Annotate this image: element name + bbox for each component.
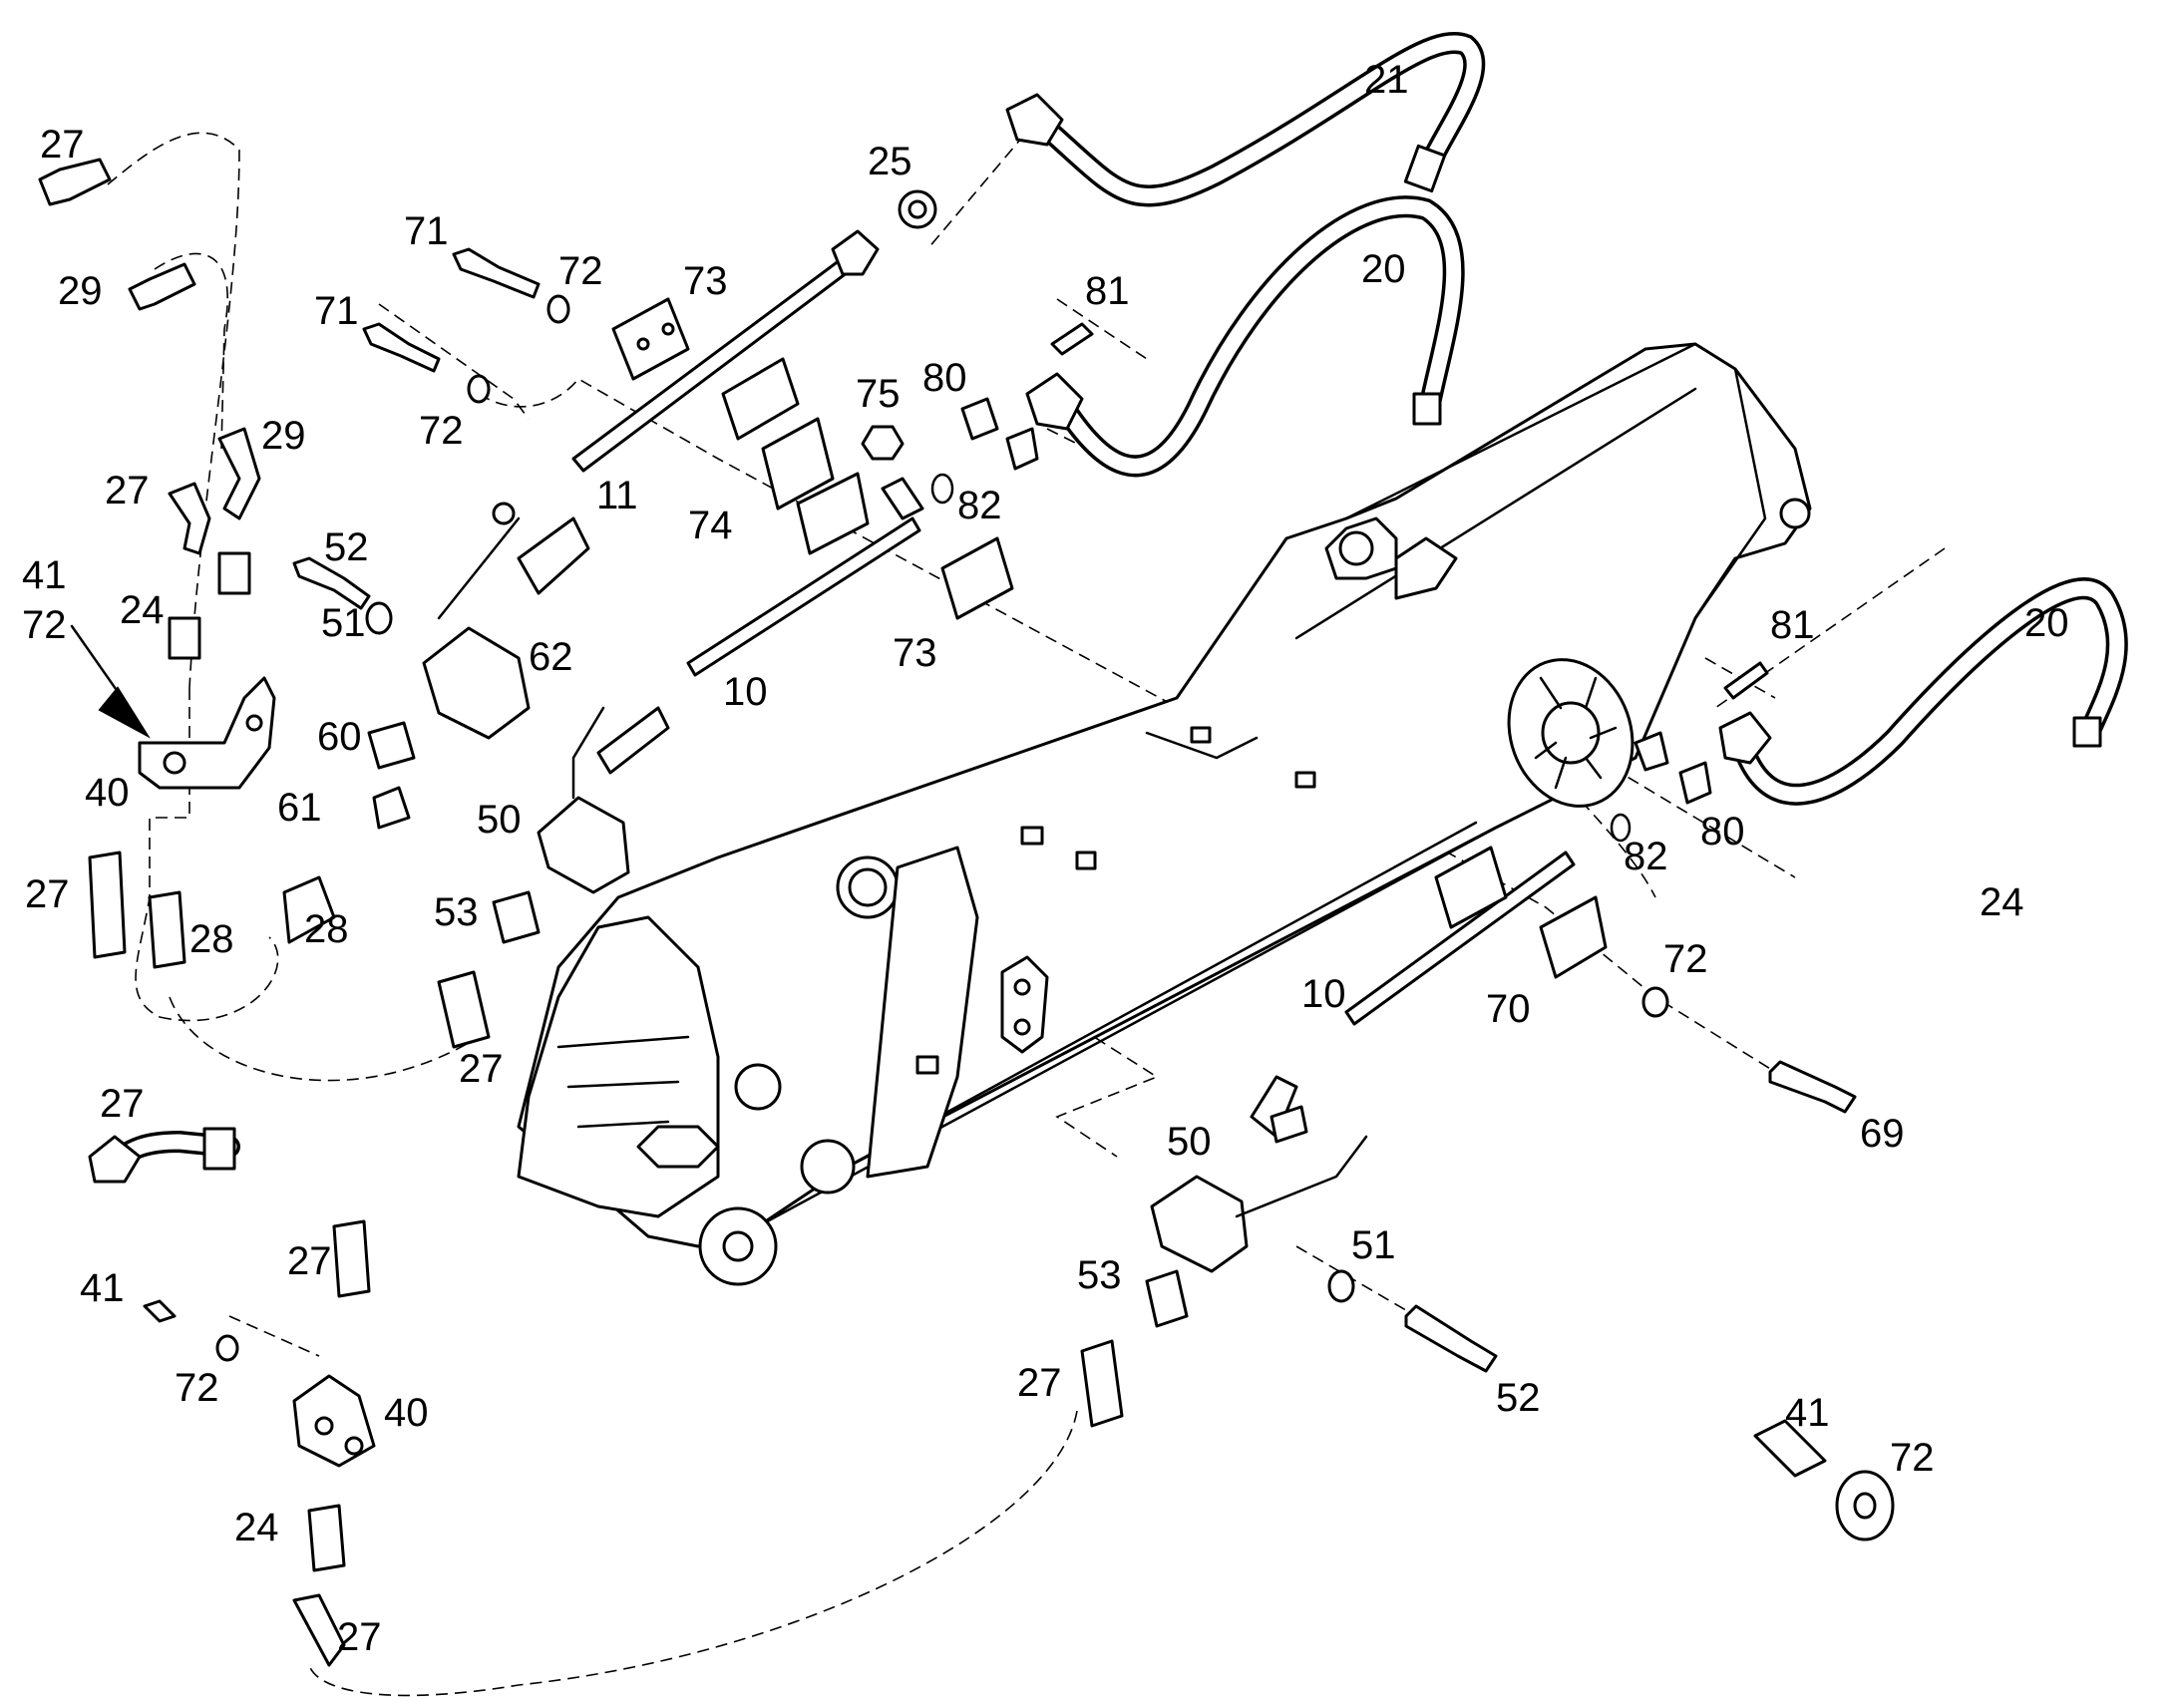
callout-27: 27: [100, 1082, 145, 1126]
callout-41: 41: [80, 1266, 125, 1310]
callout-62: 62: [529, 635, 573, 679]
callout-28: 28: [304, 907, 349, 951]
callout-75: 75: [856, 372, 901, 416]
bolts-washers: [143, 189, 1895, 1541]
callout-10: 10: [1301, 972, 1346, 1016]
callout-20: 20: [1361, 247, 1406, 291]
callout-41: 41: [22, 553, 67, 597]
callout-72: 72: [1890, 1436, 1935, 1480]
callout-80: 80: [1700, 810, 1745, 854]
hose-20-upper: [1025, 195, 1465, 478]
callout-27: 27: [337, 1615, 382, 1659]
boom-arm: [517, 342, 1812, 1286]
callout-28: 28: [189, 917, 234, 961]
callout-52: 52: [324, 525, 369, 569]
callout-25: 25: [868, 140, 912, 183]
callout-69: 69: [1860, 1112, 1905, 1156]
clamp-plates-lower: [1434, 846, 1608, 979]
callout-20: 20: [2024, 601, 2069, 645]
callout-21: 21: [1364, 58, 1409, 102]
callout-81: 81: [1770, 603, 1815, 647]
callout-61: 61: [277, 786, 322, 830]
callout-27: 27: [40, 123, 85, 167]
callout-52: 52: [1496, 1376, 1541, 1420]
callout-82: 82: [1624, 835, 1668, 878]
callout-53: 53: [434, 890, 479, 934]
bracket-40-lower: [292, 1374, 376, 1468]
bracket-40-upper: [138, 676, 276, 790]
callout-72: 72: [1663, 937, 1708, 981]
callout-27: 27: [287, 1239, 332, 1283]
arrow-pointer: [70, 624, 151, 739]
rod-11: [571, 229, 880, 473]
callout-27: 27: [105, 469, 150, 512]
callout-27: 27: [25, 872, 70, 916]
callout-29: 29: [58, 269, 103, 313]
callout-labels: 27 29 29 27 41 72 24 40 27 28 28 27 71 7…: [22, 58, 2069, 1659]
callout-71: 71: [404, 209, 449, 253]
fittings: [38, 158, 1308, 1667]
rod-10-left: [686, 516, 921, 677]
callout-72: 72: [419, 409, 464, 453]
callout-40: 40: [85, 771, 130, 815]
callout-24: 24: [1980, 880, 2024, 924]
callout-72: 72: [175, 1366, 219, 1410]
hose-20-right: [1718, 577, 2128, 806]
callout-72: 72: [22, 603, 67, 647]
callout-80: 80: [922, 356, 967, 400]
callout-27: 27: [1017, 1361, 1062, 1405]
clamp-halves-80: [881, 397, 1712, 805]
callout-81: 81: [1085, 269, 1130, 313]
callout-50: 50: [477, 798, 522, 842]
callout-10: 10: [723, 670, 768, 714]
hose-21: [1005, 32, 1486, 207]
valve-50-upper: [537, 706, 670, 894]
callout-82: 82: [957, 484, 1002, 527]
callout-40: 40: [384, 1391, 429, 1435]
callout-27: 27: [459, 1047, 504, 1091]
callout-60: 60: [317, 715, 362, 759]
hose-27-left-elbow: [88, 1127, 240, 1184]
callout-73: 73: [683, 259, 728, 303]
callout-74: 74: [688, 504, 733, 547]
callout-71: 71: [314, 289, 359, 333]
valve-50-lower: [1150, 1075, 1368, 1273]
callout-53: 53: [1077, 1253, 1122, 1297]
callout-72: 72: [558, 249, 603, 293]
callout-73: 73: [893, 631, 937, 675]
clamp-plates-upper: [611, 297, 1014, 620]
callout-29: 29: [261, 414, 306, 458]
callout-50: 50: [1167, 1120, 1212, 1164]
callout-24: 24: [120, 588, 165, 632]
callout-41: 41: [1785, 1391, 1830, 1435]
callout-51: 51: [321, 601, 366, 645]
callout-24: 24: [234, 1506, 279, 1549]
callout-51: 51: [1351, 1223, 1396, 1267]
valve-62: [422, 502, 590, 740]
callout-70: 70: [1486, 987, 1531, 1031]
callout-11: 11: [596, 474, 638, 517]
